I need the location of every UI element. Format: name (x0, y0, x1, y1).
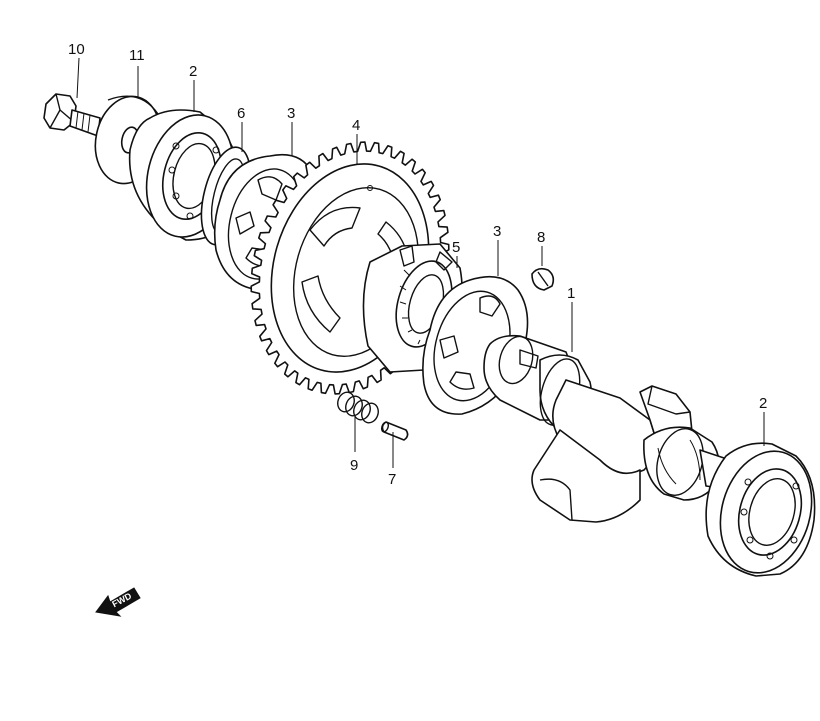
callout-5: 5 (452, 239, 460, 256)
part-9-spring (337, 391, 379, 424)
part-8-key (531, 267, 555, 291)
part-7-pin (381, 421, 409, 441)
callout-2-right: 2 (759, 395, 767, 412)
callout-11: 11 (129, 47, 145, 64)
callouts: 10 11 2 6 3 4 5 3 8 1 2 9 7 (68, 41, 767, 488)
part-1-balancer-shaft (483, 334, 738, 523)
part-2-bearing-right (705, 442, 816, 577)
callout-3-mid: 3 (493, 223, 501, 240)
leader-lines (76, 57, 765, 468)
callout-8: 8 (537, 229, 545, 246)
fwd-arrow: FWD (95, 587, 141, 617)
callout-7: 7 (388, 471, 396, 488)
callout-2-top: 2 (189, 63, 197, 80)
part-10-bolt (43, 93, 101, 137)
callout-3-top: 3 (287, 105, 295, 122)
callout-9: 9 (350, 457, 358, 474)
callout-10: 10 (68, 41, 85, 58)
callout-1: 1 (567, 285, 575, 302)
callout-4: 4 (352, 117, 360, 134)
callout-6: 6 (237, 105, 245, 122)
